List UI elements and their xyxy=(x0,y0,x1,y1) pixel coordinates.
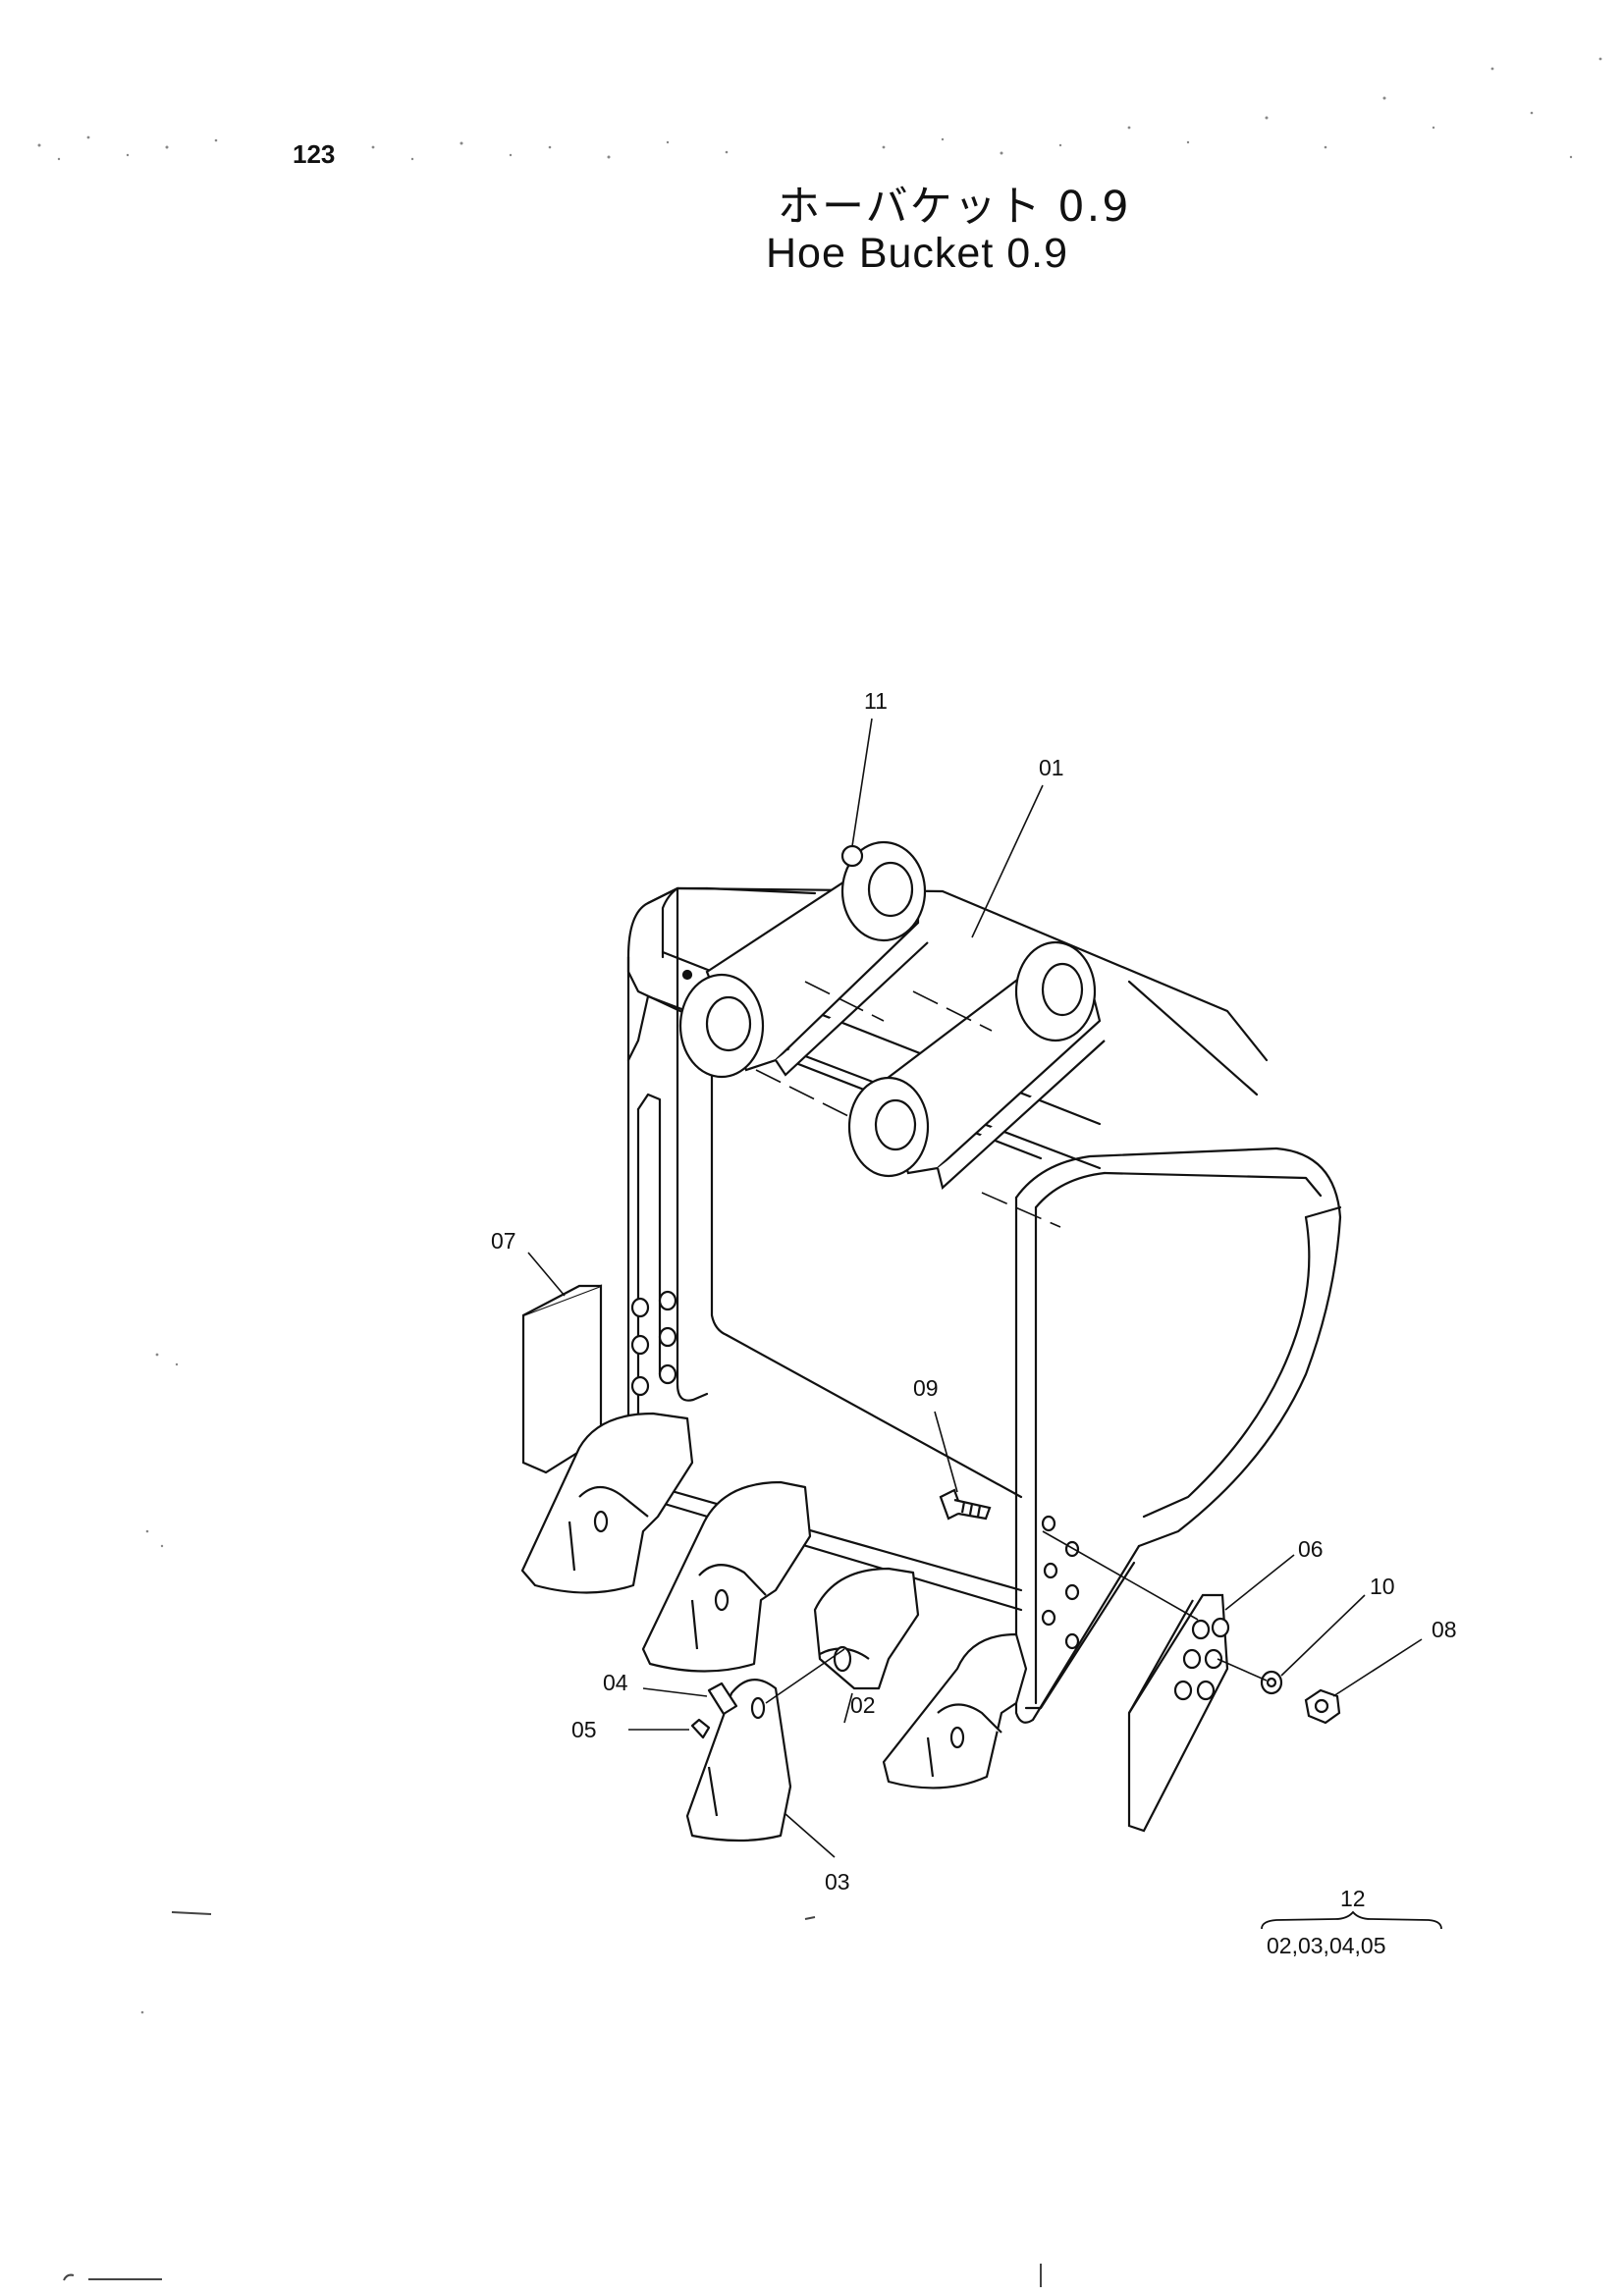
label-10: 10 xyxy=(1370,1574,1395,1599)
label-06: 06 xyxy=(1298,1536,1324,1562)
side-cutter-07 xyxy=(521,1284,677,1474)
label-04: 04 xyxy=(603,1670,628,1695)
bolt-09 xyxy=(939,1488,992,1521)
assembly-brace xyxy=(1261,1910,1442,1930)
part-labels: 01 02 03 04 05 06 07 08 09 10 11 12 02,0… xyxy=(491,688,1457,1958)
label-08: 08 xyxy=(1432,1617,1457,1642)
scan-marks xyxy=(63,1911,1042,2287)
side-cutter-06 xyxy=(1041,1515,1230,1833)
label-01: 01 xyxy=(1039,755,1064,780)
assembly-includes-note: 02,03,04,05 xyxy=(1267,1933,1386,1958)
label-11: 11 xyxy=(864,688,888,714)
hidden-lines xyxy=(755,981,1061,1228)
bucket-body xyxy=(626,886,1342,1724)
scan-noise xyxy=(37,57,1602,2014)
page-title-english: Hoe Bucket 0.9 xyxy=(766,230,1069,277)
label-05: 05 xyxy=(571,1717,597,1742)
label-03: 03 xyxy=(825,1869,850,1895)
label-07: 07 xyxy=(491,1228,516,1254)
bucket-teeth xyxy=(520,1412,1028,1842)
washer-and-nut xyxy=(1260,1670,1341,1725)
label-02: 02 xyxy=(850,1692,876,1718)
leader-lines xyxy=(527,718,1423,1858)
pin-bosses xyxy=(678,840,1106,1191)
page-title-japanese: ホーバケット 0.9 xyxy=(778,183,1131,232)
label-12: 12 xyxy=(1340,1886,1366,1911)
page-number: 123 xyxy=(293,139,336,169)
label-09: 09 xyxy=(913,1375,939,1401)
